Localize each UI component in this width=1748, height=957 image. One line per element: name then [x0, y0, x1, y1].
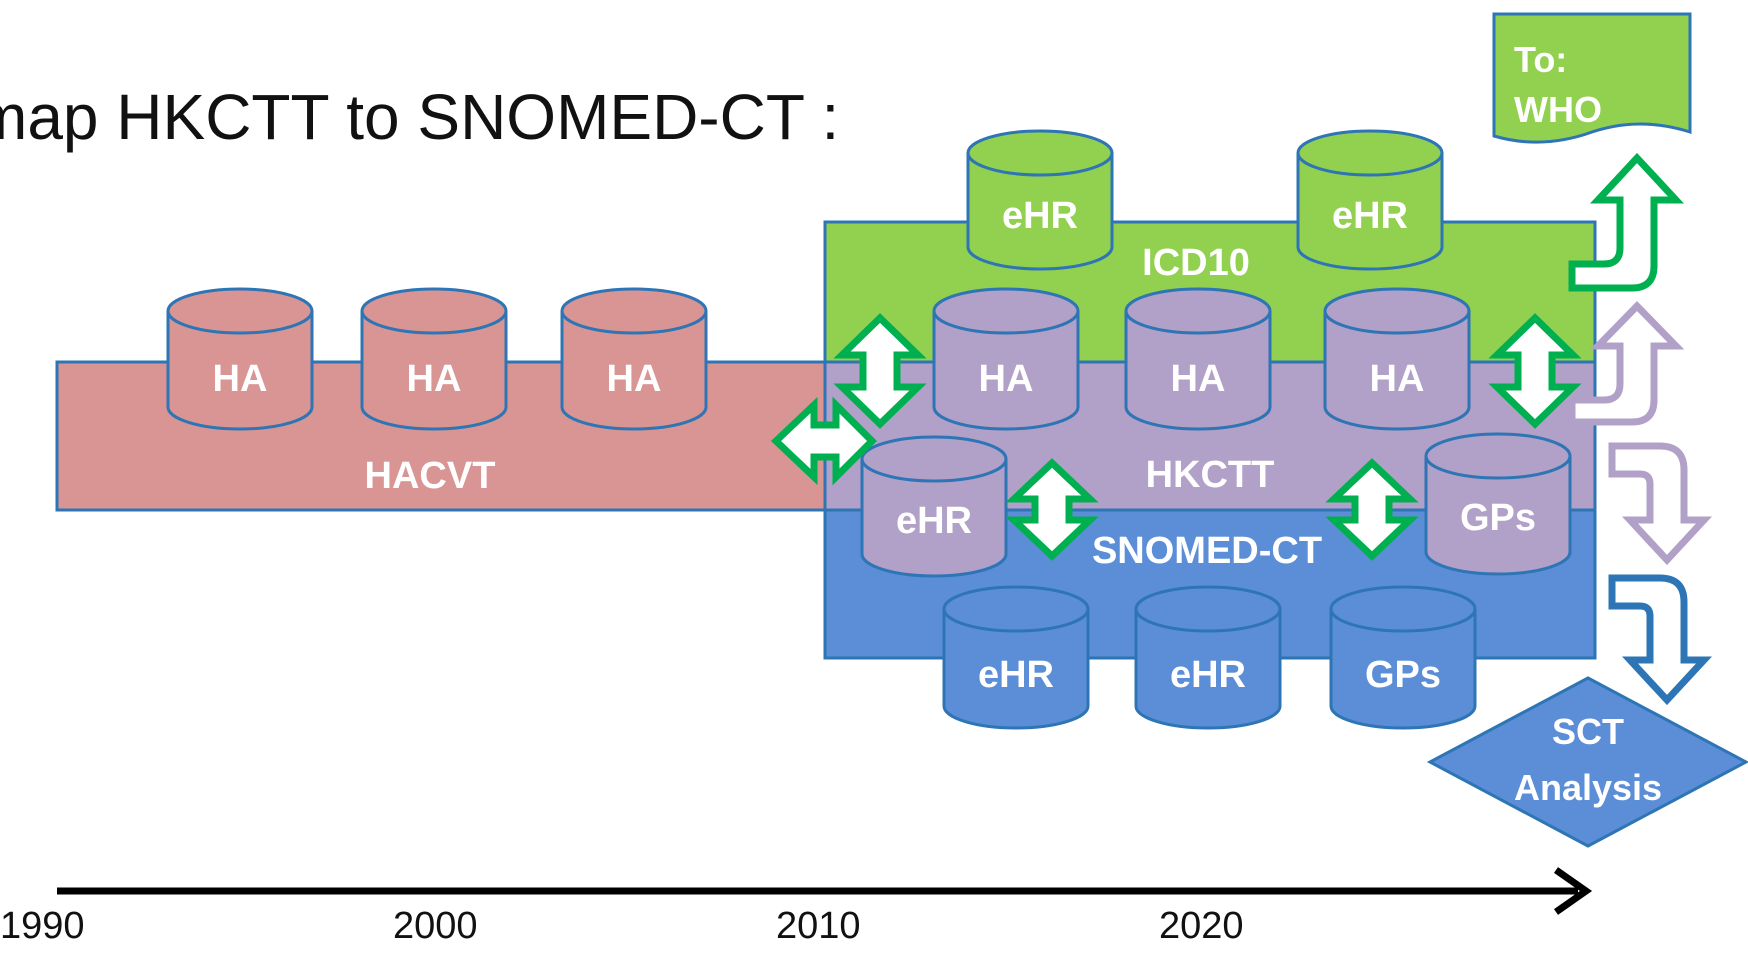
timeline-year-2020: 2020	[1159, 905, 1244, 947]
database-label: HA	[607, 358, 662, 400]
page-title: map HKCTT to SNOMED-CT :	[0, 81, 840, 153]
mapping-arrow	[833, 313, 927, 429]
database-cylinder: eHR	[1134, 585, 1282, 730]
database-label: HA	[1171, 358, 1226, 400]
sct-analysis-decision	[1426, 676, 1748, 848]
database-cylinder: HA	[360, 287, 508, 431]
database-label: eHR	[1332, 195, 1408, 237]
timeline-arrowhead	[1553, 867, 1593, 915]
database-cylinder: HA	[1323, 287, 1471, 431]
mapping-arrow	[1325, 458, 1419, 561]
database-cylinder: eHR	[1296, 129, 1444, 271]
mapping-arrow	[1005, 458, 1099, 561]
who-line2: WHO	[1514, 89, 1602, 130]
database-label: HA	[213, 358, 268, 400]
timeline-year-2010: 2010	[776, 905, 861, 947]
icd10-label: ICD10	[1142, 242, 1250, 284]
bent-arrow-green	[1568, 152, 1685, 292]
snomed-label: SNOMED-CT	[1092, 530, 1322, 572]
database-cylinder: GPs	[1424, 432, 1572, 576]
who-line1: To:	[1514, 39, 1567, 80]
database-cylinder: eHR	[860, 435, 1008, 578]
mapping-arrow	[1488, 313, 1582, 429]
bent-arrow-purple-down	[1608, 442, 1713, 566]
sct-line2: Analysis	[1514, 767, 1662, 808]
timeline-year-1990: 1990	[0, 905, 85, 947]
database-cylinder: HA	[932, 287, 1080, 431]
database-cylinder: GPs	[1329, 585, 1477, 730]
database-cylinder: HA	[560, 287, 708, 431]
database-label: GPs	[1365, 654, 1441, 696]
timeline-year-2000: 2000	[393, 905, 478, 947]
database-cylinder: HA	[1124, 287, 1272, 431]
database-label: HA	[1370, 358, 1425, 400]
bent-arrow-blue-down	[1608, 574, 1713, 706]
sct-line1: SCT	[1552, 711, 1624, 752]
database-cylinder: HA	[166, 287, 314, 431]
hacvt-label: HACVT	[365, 455, 496, 497]
database-label: eHR	[978, 654, 1054, 696]
database-label: eHR	[896, 500, 972, 542]
mapping-arrow	[770, 396, 877, 486]
database-cylinder: eHR	[966, 129, 1114, 271]
database-label: HA	[979, 358, 1034, 400]
hkctt-label: HKCTT	[1146, 454, 1275, 496]
database-label: eHR	[1170, 654, 1246, 696]
database-label: HA	[407, 358, 462, 400]
bent-arrow-purple-up	[1568, 300, 1685, 426]
database-label: GPs	[1460, 497, 1536, 539]
database-cylinder: eHR	[942, 585, 1090, 730]
who-output-document	[1492, 12, 1692, 144]
database-label: eHR	[1002, 195, 1078, 237]
